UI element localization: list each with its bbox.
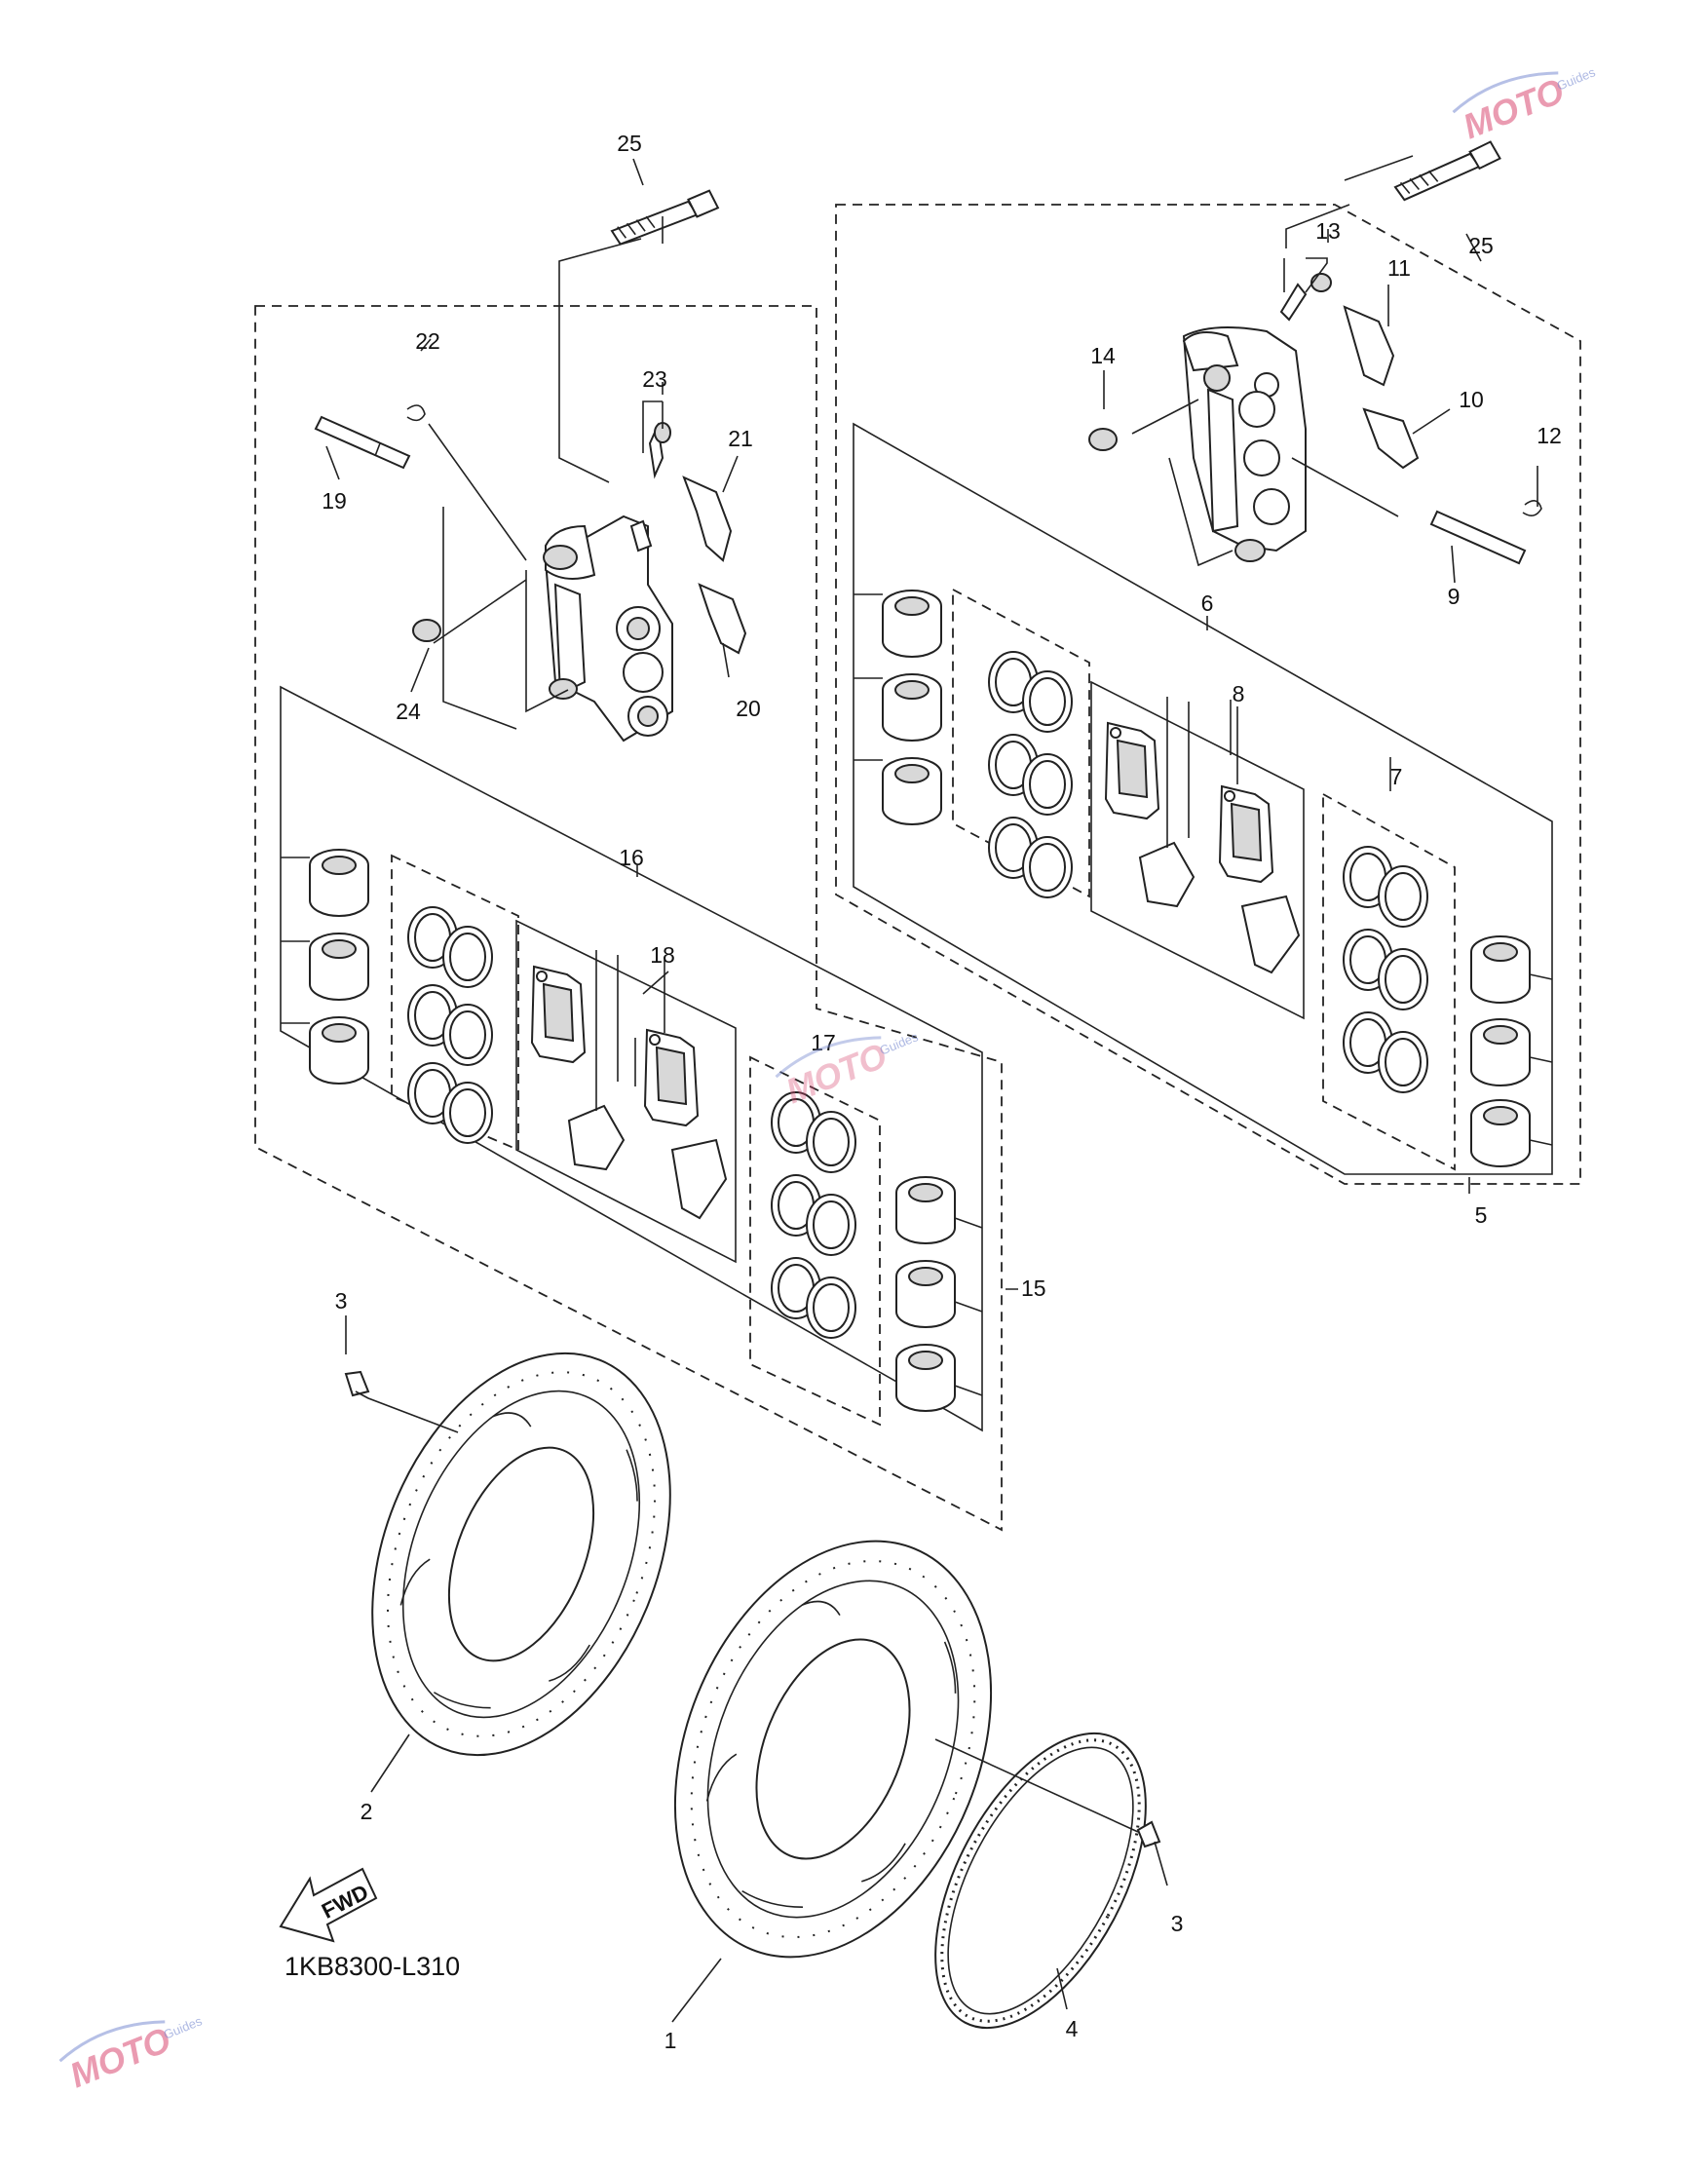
watermark-brand-bottom: MOTO [64,2019,176,2095]
callout-18: 18 [650,942,675,968]
piston-16-b [309,933,369,1001]
callout-17: 17 [811,1030,836,1055]
callout-4: 4 [1066,2016,1079,2041]
callout-6: 6 [1201,590,1214,616]
callout-9: 9 [1448,584,1461,609]
watermark-sub: Guides [1555,64,1598,94]
pad-8-a [1105,722,1159,819]
callout-5: 5 [1475,1202,1488,1228]
pad-18-b [644,1029,699,1126]
piston-15-a [895,1176,956,1244]
callout-14: 14 [1090,343,1116,368]
watermark-brand-center: MOTO [780,1035,892,1111]
piston-kit-outline-6 [853,422,1553,1175]
diagram-code: 1KB8300-L310 [285,1952,460,1981]
assembly-outline-5 [835,204,1581,1185]
callout-21: 21 [728,426,753,451]
callout-2: 2 [361,1799,373,1824]
watermark-brand: MOTO [1458,70,1570,146]
callout-3-right: 3 [1171,1911,1184,1936]
bolt-25-right [1390,139,1504,202]
watermark-logo: MOTO Guides [1452,64,1598,146]
assembly-outline-15 [254,305,1003,1532]
callout-16: 16 [619,845,644,870]
disc-bolt-3-left [344,1370,459,1433]
pad-18-a [531,966,586,1063]
bolt-25-left [609,189,721,246]
callout-20: 20 [736,696,761,721]
callout-7: 7 [1390,764,1403,789]
right-caliper-group [835,139,1581,1185]
callout-1: 1 [664,2028,677,2053]
piston-6-c [882,757,942,825]
callout-15: 15 [1021,1276,1046,1301]
watermark-sub-bottom: Guides [162,2013,205,2042]
callout-24: 24 [396,699,421,724]
sensor-rotor-4 [934,1732,1147,2030]
piston-15-b [895,1260,956,1328]
watermark-logo-bottom: MOTO Guides [58,2013,205,2095]
callout-8: 8 [1233,681,1245,706]
piston-16-a [309,849,369,917]
callout-12: 12 [1537,423,1562,448]
piston-kit-outline-16 [280,685,983,1432]
forward-arrow-icon: FWD [279,1867,378,1943]
piston-6-a [882,590,942,658]
pad-kit-outline-18 [515,919,737,1264]
piston-5-c [1470,1099,1531,1167]
callout-22: 22 [415,328,440,354]
callout-13: 13 [1315,218,1341,244]
watermark-sub-center: Guides [878,1029,921,1058]
left-caliper-body [543,514,673,743]
pad-kit-outline-8 [1090,680,1305,1020]
callout-3-left: 3 [335,1288,348,1314]
callout-10: 10 [1459,387,1484,412]
callout-19: 19 [322,488,347,514]
piston-15-c [895,1344,956,1412]
pad-8-b [1219,785,1273,883]
callout-23: 23 [642,366,667,392]
piston-5-b [1470,1018,1531,1086]
disc-bolt-3-right [934,1738,1161,1848]
callout-25-right: 25 [1468,233,1494,258]
brake-disc-2 [371,1352,671,1757]
watermark-logo-center: MOTO Guides [775,1029,921,1111]
right-caliper-body [1182,326,1307,562]
brake-disc-1 [673,1540,993,1959]
piston-6-b [882,673,942,742]
piston-16-c [309,1016,369,1085]
callout-11: 11 [1387,255,1411,281]
left-caliper-group [254,189,1003,1532]
callout-25: 25 [617,131,642,156]
piston-5-a [1470,935,1531,1004]
